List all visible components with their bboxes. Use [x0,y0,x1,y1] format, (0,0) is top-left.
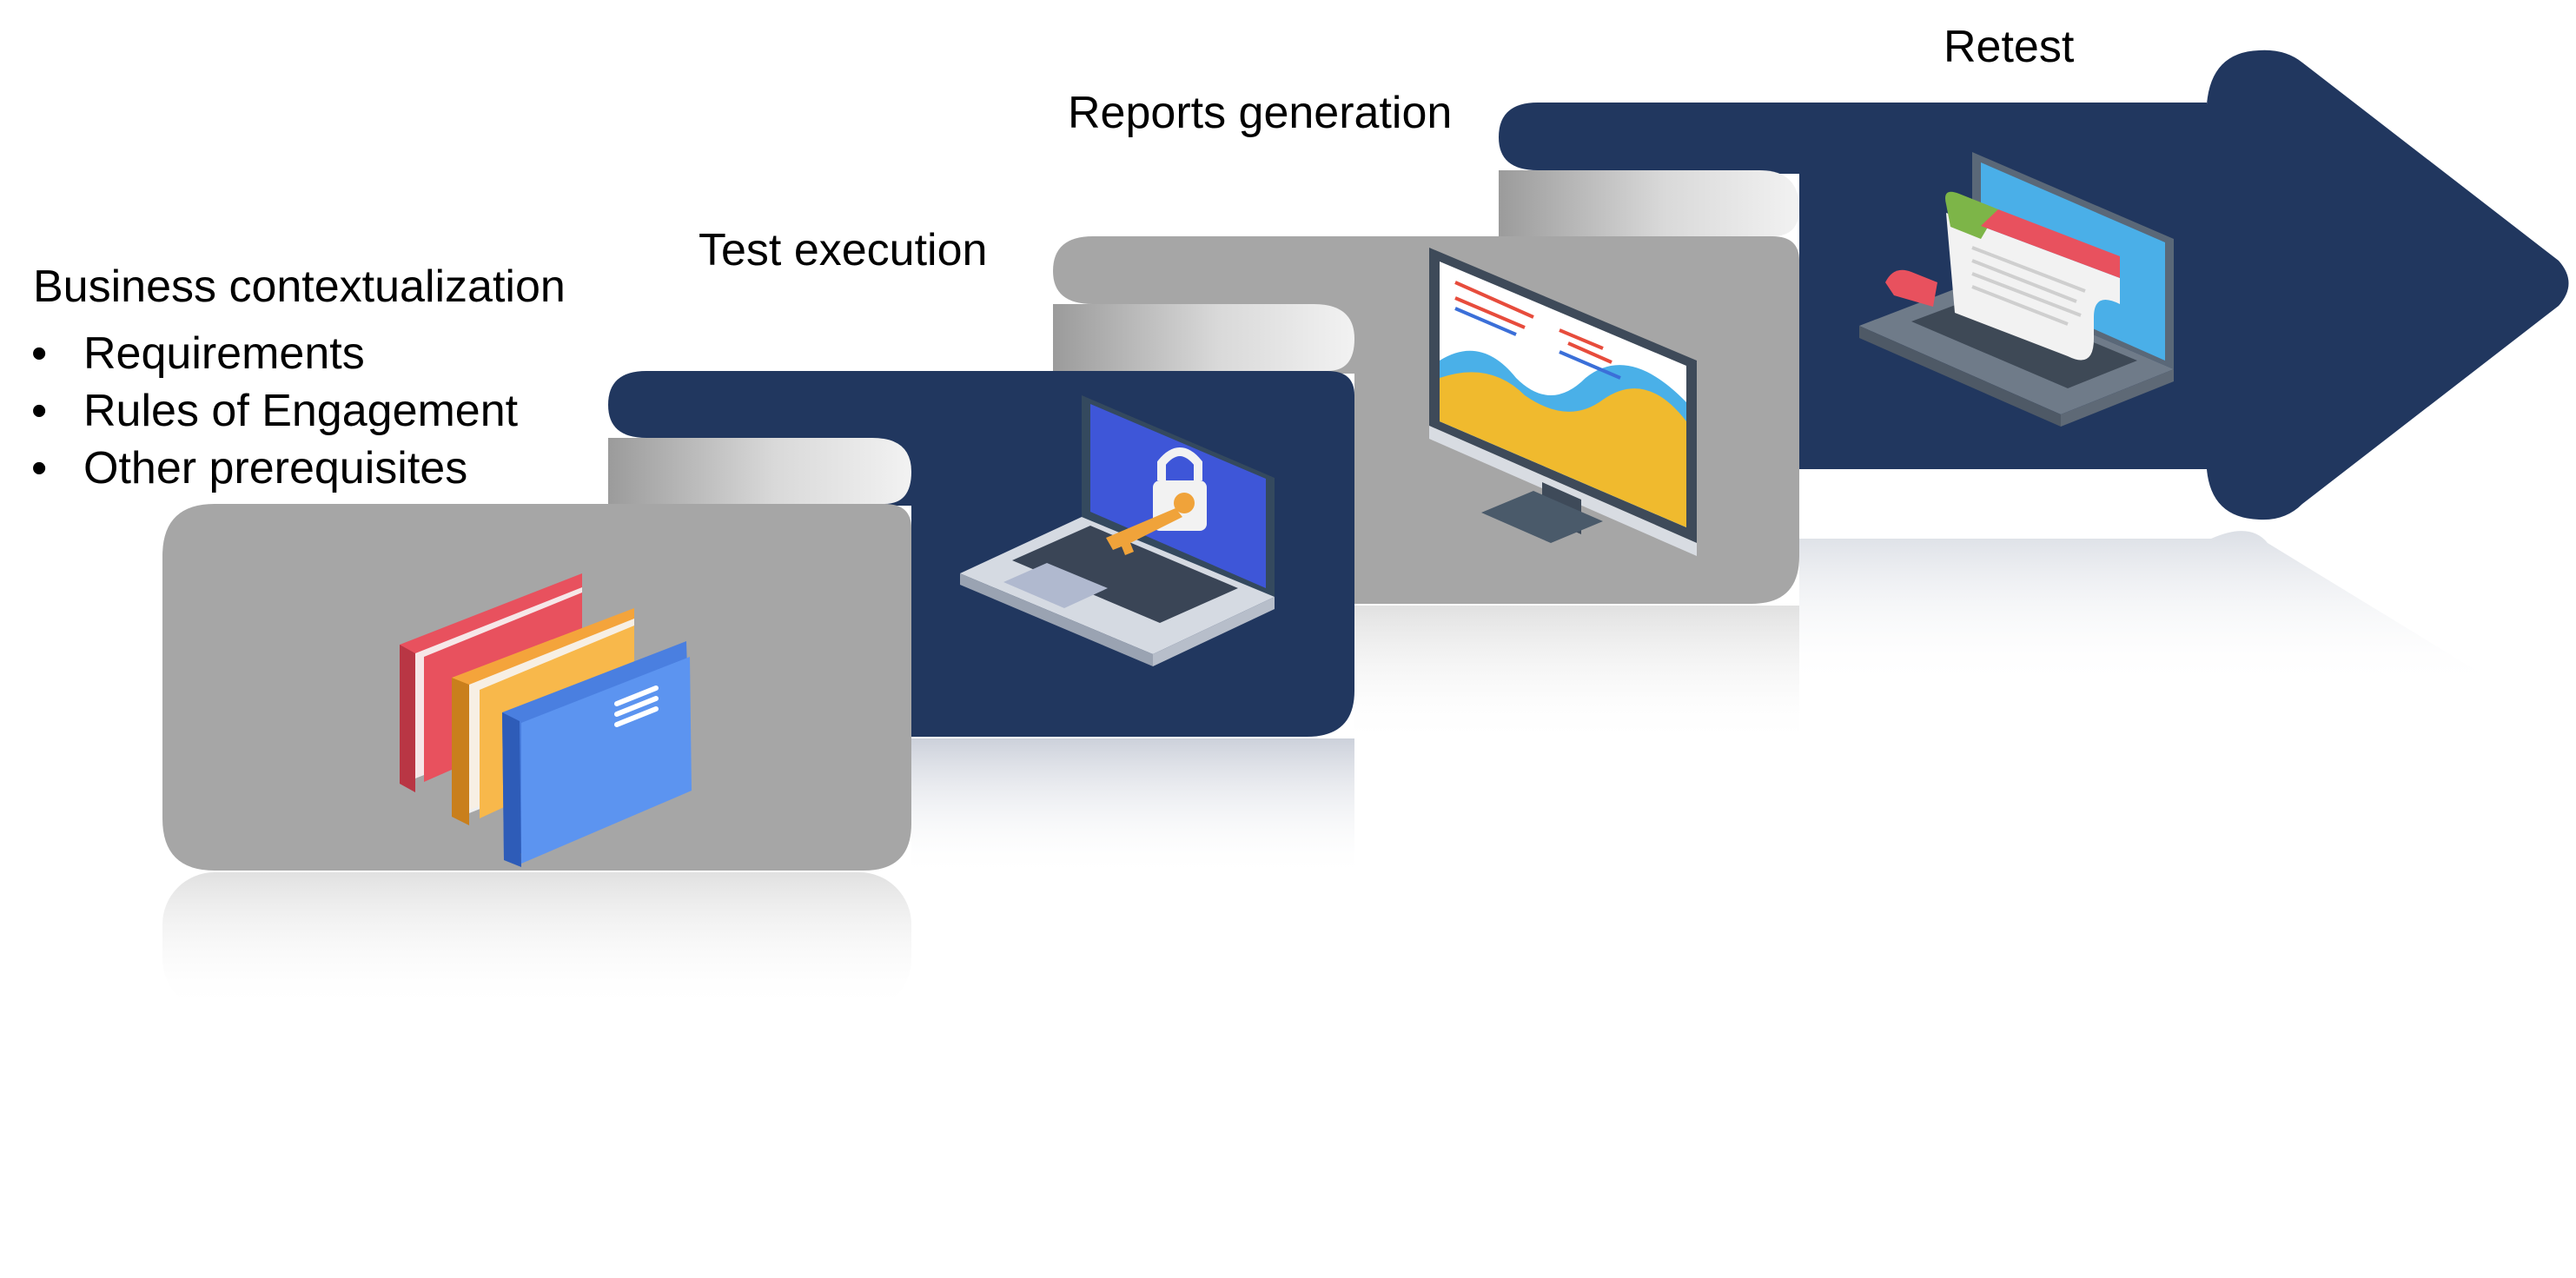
list-item: Requirements [31,325,518,382]
stage-title-test-execution: Test execution [699,225,988,275]
laptop-lock-icon [960,395,1275,666]
retest-curl [1499,103,1564,170]
reflections [162,531,2502,1011]
list-item: Other prerequisites [31,440,518,497]
stage-title-retest: Retest [1944,22,2075,72]
stage-title-reports-generation: Reports generation [1068,88,1453,138]
monitor-chart-icon [1429,248,1697,556]
business-curl [608,438,911,504]
test-curl [1053,304,1354,371]
business-requirements-list: Requirements Rules of Engagement Other p… [31,325,518,497]
list-item: Rules of Engagement [31,382,518,440]
stage-title-business: Business contextualization [33,262,566,312]
reports-curl [1499,170,1799,236]
laptop-document-icon [1859,152,2174,427]
folders-icon [400,573,692,867]
